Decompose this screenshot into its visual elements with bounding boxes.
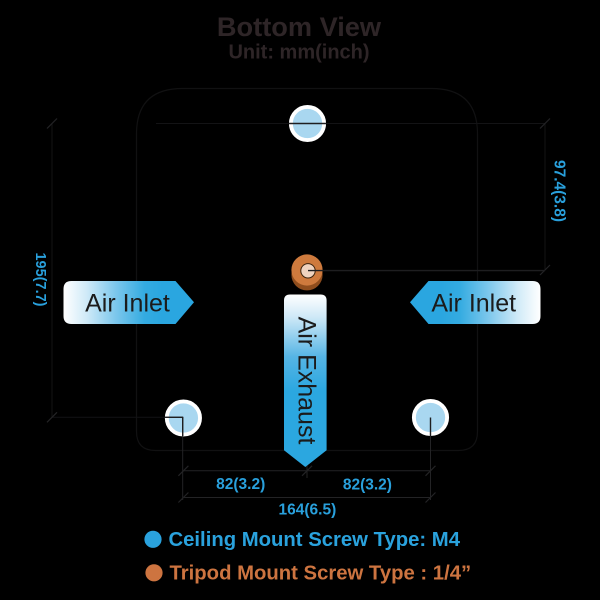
svg-text:Air Inlet: Air Inlet [431,289,516,317]
svg-text:Air Inlet: Air Inlet [85,289,170,317]
svg-text:195(7.7): 195(7.7) [32,252,48,306]
svg-text:82(3.2): 82(3.2) [343,477,392,494]
svg-text:164(6.5): 164(6.5) [279,502,337,519]
svg-text:Air Exhaust: Air Exhaust [293,317,321,445]
svg-text:Ceiling Mount Screw Type: M4: Ceiling Mount Screw Type: M4 [169,529,461,551]
svg-text:Tripod Mount Screw Type : 1/4”: Tripod Mount Screw Type : 1/4” [170,562,472,584]
svg-text:Bottom View: Bottom View [217,11,382,42]
svg-text:Unit: mm(inch): Unit: mm(inch) [228,42,369,64]
svg-text:97.4(3.8): 97.4(3.8) [551,160,568,222]
svg-text:82(3.2): 82(3.2) [216,476,265,493]
